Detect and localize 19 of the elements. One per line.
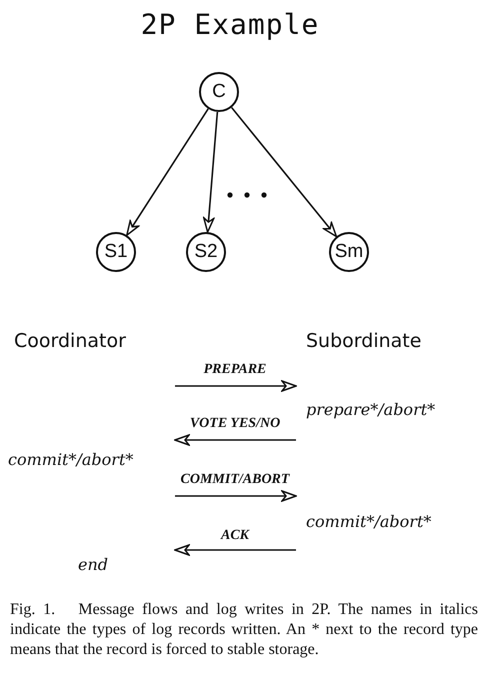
- message-label: VOTE YES/NO: [190, 416, 280, 432]
- arrow: [126, 108, 209, 236]
- message-label: PREPARE: [204, 362, 266, 378]
- column-heading: Subordinate: [306, 330, 422, 352]
- node-circle: S2: [186, 232, 226, 272]
- arrow: [230, 107, 338, 238]
- title: 2P Example: [140, 8, 320, 41]
- node-circle: C: [199, 72, 239, 112]
- caption: Fig. 1. Message flows and log writes in 2P. The names in italics indicate the types of log records written. An * next to the record type means that the record is forced to stable storage.: [10, 600, 478, 660]
- column-heading: Coordinator: [14, 330, 126, 352]
- message-label: COMMIT/ABORT: [180, 472, 290, 488]
- log-record-text: end: [78, 555, 108, 574]
- message-label: ACK: [221, 528, 249, 544]
- node-circle: S1: [96, 232, 136, 272]
- log-record-text: commit*/abort*: [8, 450, 134, 469]
- log-record-text: prepare*/abort*: [306, 400, 436, 419]
- node-circle: Sm: [329, 232, 369, 272]
- arrow: [203, 112, 218, 233]
- log-record-text: commit*/abort*: [306, 512, 432, 531]
